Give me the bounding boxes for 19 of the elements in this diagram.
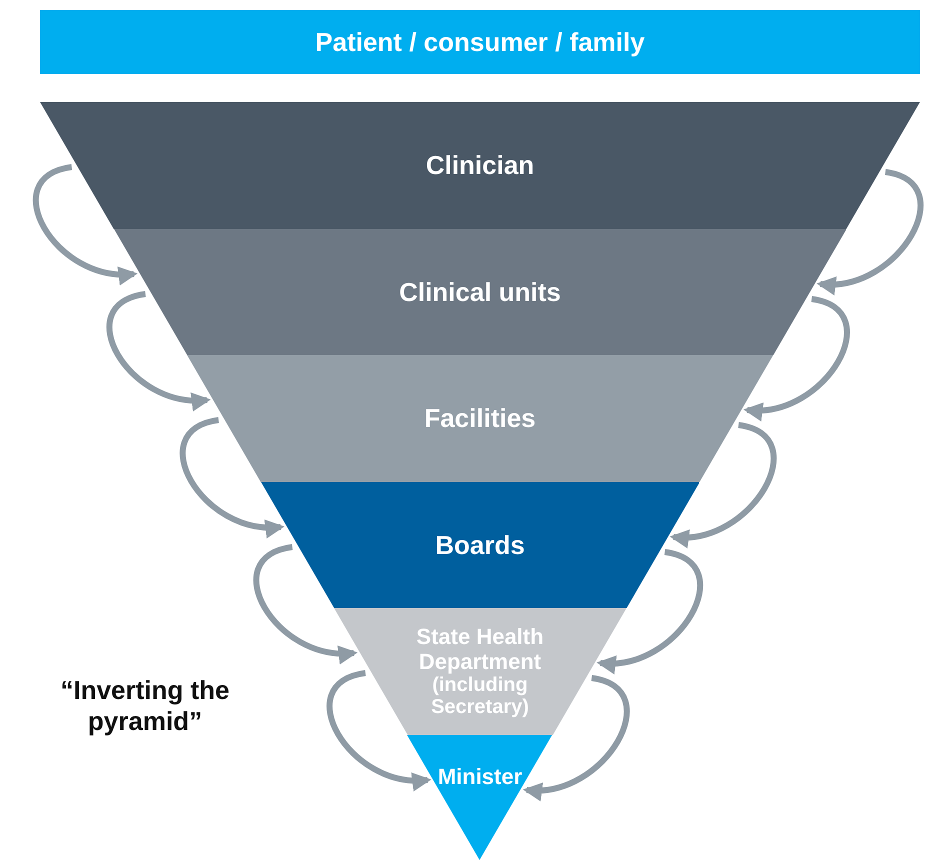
- slogan-text: “Inverting the pyramid”: [59, 675, 230, 738]
- curved-arrow: [180, 417, 285, 537]
- layer-label: State Health Department: [415, 625, 545, 674]
- curved-arrow: [816, 169, 924, 294]
- layer-label: Boards: [435, 530, 525, 560]
- layer-label: (including Secretary): [431, 674, 529, 718]
- layer-label: Clinician: [426, 151, 534, 180]
- curved-arrow: [253, 544, 358, 663]
- curved-arrow: [32, 164, 138, 284]
- curved-arrow: [326, 670, 432, 790]
- curved-arrow: [522, 675, 630, 800]
- curved-arrow: [596, 549, 703, 673]
- layer-label: Patient / consumer / family: [315, 28, 645, 56]
- curved-arrow: [670, 422, 777, 547]
- layer-label: Minister: [438, 765, 522, 790]
- layer-label: Facilities: [424, 404, 536, 433]
- curved-arrow: [743, 296, 850, 420]
- curved-arrow: [106, 291, 211, 410]
- layer-label: Clinical units: [399, 278, 561, 306]
